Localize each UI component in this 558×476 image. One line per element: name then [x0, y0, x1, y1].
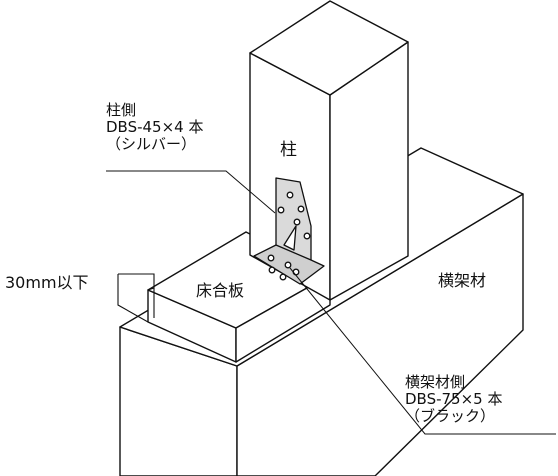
column-top-face [249, 0, 409, 96]
beam-side-callout: 横架材側 DBS-75×5 本 （ブラック） [405, 374, 502, 424]
column-side-title: 柱側 [106, 101, 137, 119]
bracket-triangle-hole [283, 225, 297, 251]
column-side-product: DBS-45×4 本 [106, 117, 204, 136]
beam-callout-leader [289, 267, 556, 435]
bracket-screw-holes [267, 191, 311, 281]
beam-side-title: 横架材側 [405, 373, 466, 391]
floor-board-side-face [235, 274, 331, 363]
column-callout-leader [106, 170, 276, 214]
column-label: 柱 [280, 140, 297, 160]
column-side-callout: 柱側 DBS-45×4 本 （シルバー） [106, 102, 203, 152]
column-side-finish: （シルバー） [106, 134, 197, 153]
beam-side-finish: （ブラック） [405, 406, 496, 425]
beam-side-product: DBS-75×5 本 [405, 389, 503, 408]
gap-dimension-marker [117, 273, 155, 323]
gap-label: 30mm以下 [5, 273, 89, 292]
cross-beam-label: 横架材 [438, 271, 487, 290]
dbs-bracket [253, 177, 325, 285]
floor-board-label: 床合板 [196, 281, 245, 300]
